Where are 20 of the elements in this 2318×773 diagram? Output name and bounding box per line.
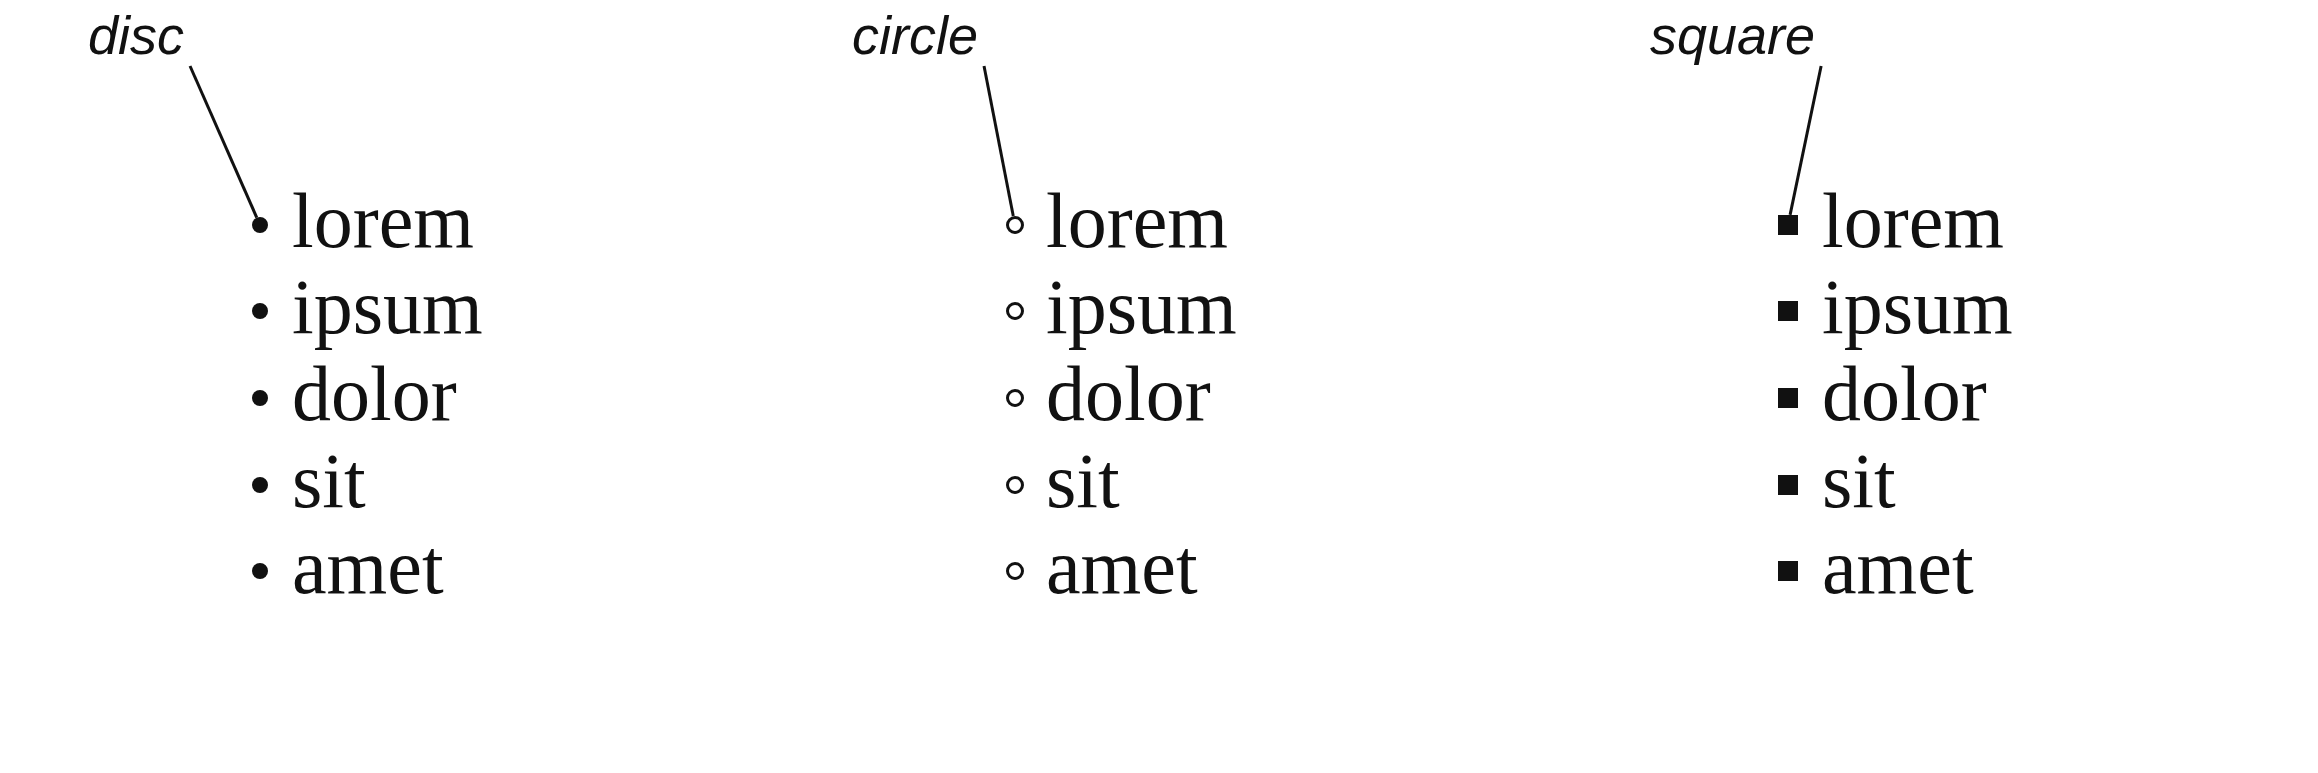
leader-line: [188, 65, 259, 219]
list-item-text: amet: [1046, 528, 1198, 606]
leader-line: [982, 65, 1015, 217]
disc-bullet-icon: [252, 216, 268, 233]
list-item-text: dolor: [1822, 355, 1987, 433]
list-item-text: lorem: [1822, 182, 2004, 260]
list-item-text: sit: [292, 442, 366, 520]
list-item-text: dolor: [292, 355, 457, 433]
list-item-text: amet: [1822, 528, 1974, 606]
list-item-text: sit: [1046, 442, 1120, 520]
callout-label: disc: [88, 8, 185, 62]
list-item-text: amet: [292, 528, 444, 606]
list-item-text: lorem: [292, 182, 474, 260]
circle-bullet-icon: [1006, 215, 1024, 234]
square-bullet-icon: [1778, 214, 1798, 235]
list-item-text: sit: [1822, 442, 1896, 520]
leader-line: [1788, 65, 1823, 216]
list-item-text: lorem: [1046, 182, 1228, 260]
list-item-text: dolor: [1046, 355, 1211, 433]
callout-label: circle: [852, 8, 978, 62]
